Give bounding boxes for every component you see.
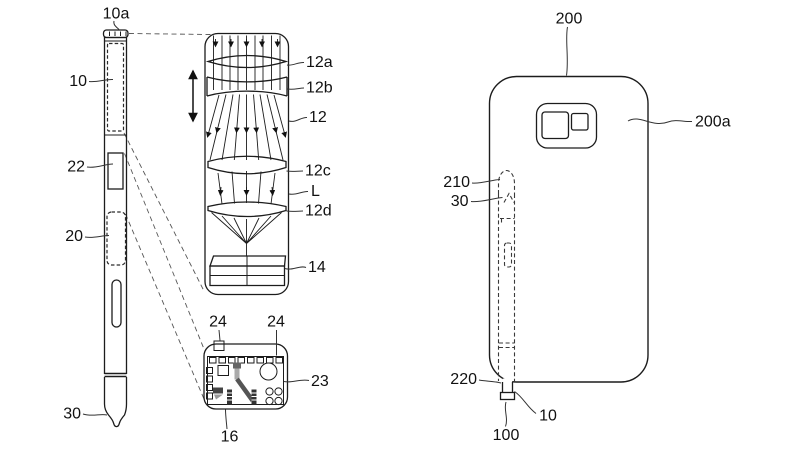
label-14: 14 bbox=[308, 259, 326, 276]
lens-assembly-detail bbox=[204, 32, 290, 296]
stylus-tip-chevron bbox=[503, 192, 515, 203]
lens-12d bbox=[207, 201, 287, 218]
stylus-button-hidden bbox=[503, 242, 513, 268]
middle-rays bbox=[217, 171, 276, 205]
label-23: 23 bbox=[311, 373, 329, 390]
phone-stylus-hidden bbox=[497, 169, 516, 381]
label-12: 12 bbox=[309, 109, 327, 126]
stylus-dome bbox=[497, 169, 516, 194]
pcb-component bbox=[233, 362, 241, 369]
stylus-labels: 10a 10 22 20 30 bbox=[63, 6, 129, 423]
label-L: L bbox=[311, 183, 320, 200]
label-22: 22 bbox=[67, 159, 85, 176]
stylus-side-button bbox=[111, 279, 122, 328]
stylus-cap bbox=[102, 29, 129, 39]
pcb-labels: 24 24 23 16 bbox=[209, 314, 329, 446]
label-30-phone: 30 bbox=[451, 193, 469, 210]
lens-labels: 12a 12b 12 12c L 12d 14 bbox=[284, 54, 333, 276]
pcb-connector-bars bbox=[227, 389, 257, 405]
stylus-camera-module-region bbox=[106, 42, 125, 132]
pcb-pad-24-left bbox=[213, 340, 225, 351]
label-100: 100 bbox=[493, 427, 520, 444]
pcb-detail bbox=[203, 340, 289, 410]
image-sensor-box bbox=[209, 255, 287, 287]
converging-rays bbox=[211, 212, 282, 257]
label-12d: 12d bbox=[305, 203, 332, 220]
pcb-small-circles bbox=[265, 387, 283, 406]
label-10: 10 bbox=[69, 73, 87, 90]
label-12b: 12b bbox=[306, 80, 333, 97]
pcb-trace bbox=[235, 377, 255, 402]
label-12a: 12a bbox=[306, 54, 333, 71]
label-200a: 200a bbox=[695, 114, 731, 131]
correspondence-lines bbox=[123, 33, 212, 400]
label-10-phone: 10 bbox=[539, 408, 557, 425]
camera-module bbox=[535, 102, 598, 149]
label-12c: 12c bbox=[305, 163, 331, 180]
label-10a: 10a bbox=[103, 6, 130, 23]
stylus-cap-protruding bbox=[499, 378, 516, 401]
pcb-pad-row bbox=[209, 357, 283, 364]
pcb-large-circle bbox=[259, 362, 278, 381]
lens-12c bbox=[207, 155, 287, 175]
lens-12a bbox=[205, 54, 289, 69]
diverging-rays bbox=[205, 94, 288, 161]
pcb-left-pads bbox=[206, 367, 223, 400]
pcb-board bbox=[207, 356, 284, 405]
phone-labels: 200 200a 210 30 220 10 100 bbox=[443, 11, 730, 445]
stylus-part-20 bbox=[106, 211, 127, 266]
phone-body bbox=[488, 75, 649, 383]
camera-lens-small bbox=[570, 112, 589, 131]
stylus-body bbox=[103, 36, 128, 374]
stylus-tip bbox=[103, 377, 128, 428]
label-220: 220 bbox=[450, 371, 477, 388]
pcb-chip bbox=[217, 365, 229, 376]
label-200: 200 bbox=[556, 11, 583, 28]
label-24-left: 24 bbox=[209, 314, 227, 331]
phone-drawing bbox=[488, 75, 649, 401]
label-24-right: 24 bbox=[267, 314, 285, 331]
label-20: 20 bbox=[65, 228, 83, 245]
lens-barrel-outline bbox=[204, 32, 290, 296]
label-30-stylus: 30 bbox=[63, 406, 81, 423]
stylus-drawing bbox=[102, 29, 129, 428]
label-210: 210 bbox=[443, 174, 470, 191]
label-16: 16 bbox=[221, 429, 239, 446]
pcb-housing bbox=[203, 343, 289, 410]
camera-lens-large bbox=[541, 111, 570, 140]
lens-12b bbox=[206, 76, 288, 97]
stylus-part-22 bbox=[107, 152, 124, 190]
